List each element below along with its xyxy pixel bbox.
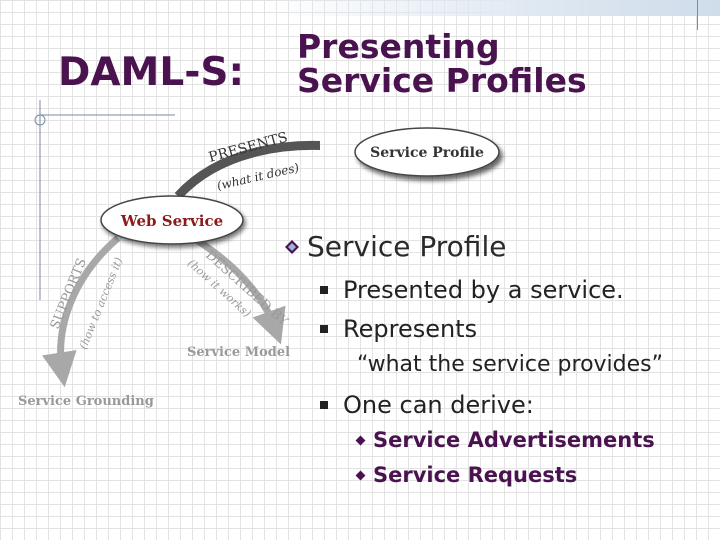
bullet-text: Presented by a service. [343,276,624,304]
bullet-presented: Presented by a service. [320,276,624,304]
bullet-text: Represents [343,315,478,343]
square-bullet-icon [320,325,328,333]
service-profile-node [354,127,500,177]
service-grounding-label: Service Grounding [18,394,154,409]
slide-title-sub: Presenting Service Profiles [297,30,587,98]
square-bullet-icon [320,401,328,409]
main-bullet-text: Service Profile [307,230,507,263]
bullet-text: One can derive: [343,391,534,419]
supports-arrow [42,235,121,388]
title-sub-line-2: Service Profiles [297,61,587,100]
square-bullet-icon [320,286,328,294]
service-profile-node-label: Service Profile [370,145,484,161]
diamond-bullet-icon [355,470,366,480]
daml-s-diagram: Web Service PRESENTS (what it does) DESC… [18,129,320,409]
diamond-bullet-icon [355,435,366,445]
service-model-label: Service Model [187,345,290,360]
slide-title-main: DAML-S: [58,50,245,95]
web-service-node [100,195,244,245]
web-service-label: Web Service [120,212,223,230]
main-bullet: Service Profile [285,230,506,263]
bullet-derive: One can derive: [320,391,534,419]
sub-bullet-text: Service Advertisements [373,428,655,452]
sub-bullet-text: Service Requests [373,463,578,487]
top-gradient-band [265,0,720,16]
title-sub-line-1: Presenting [297,27,500,66]
bullet-represents: Represents [320,315,477,343]
diamond-bullet-icon [285,239,299,254]
described-by-arrow [188,232,286,345]
corner-rule [697,0,698,30]
presents-arrow [174,141,320,200]
represents-quote: “what the service provides” [357,352,664,377]
sub-bullet-advertisements: Service Advertisements [355,428,655,452]
sub-bullet-requests: Service Requests [355,463,578,487]
